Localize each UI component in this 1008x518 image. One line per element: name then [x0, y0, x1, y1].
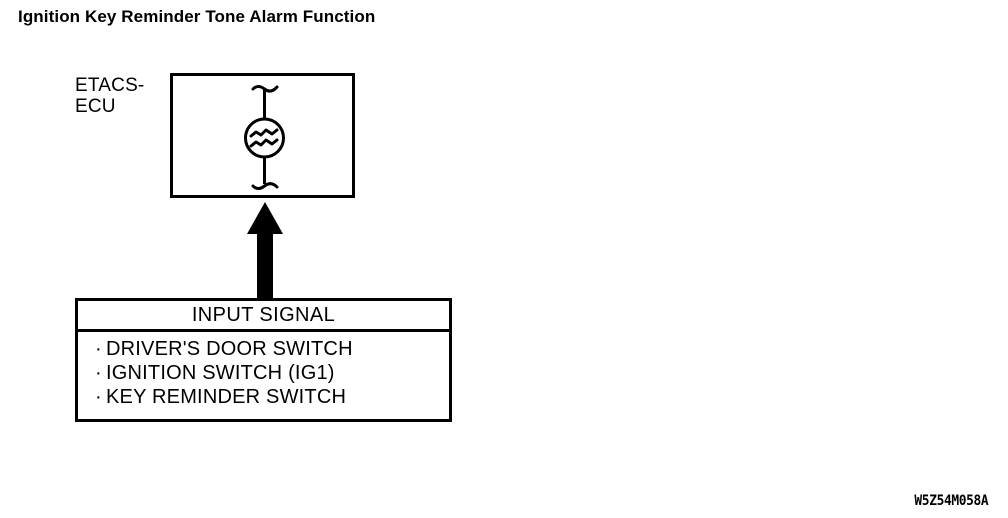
buzzer-tone-alarm-symbol [238, 82, 291, 192]
input-signal-list: · DRIVER'S DOOR SWITCH · IGNITION SWITCH… [78, 332, 449, 409]
bullet-icon: · [95, 362, 102, 384]
list-item: · IGNITION SWITCH (IG1) [95, 361, 449, 385]
input-signal-box: INPUT SIGNAL · DRIVER'S DOOR SWITCH · IG… [75, 298, 452, 422]
input-signal-header-text: INPUT SIGNAL [191, 304, 336, 326]
page-title: Ignition Key Reminder Tone Alarm Functio… [18, 7, 376, 26]
list-item: · KEY REMINDER SWITCH [95, 385, 449, 409]
list-item-label: IGNITION SWITCH (IG1) [106, 362, 335, 384]
list-item: · DRIVER'S DOOR SWITCH [95, 337, 449, 361]
document-code: W5Z54M058A [914, 493, 988, 509]
bullet-icon: · [95, 338, 102, 360]
ecu-label: ETACS- ECU [75, 75, 145, 117]
input-signal-arrow [243, 200, 287, 300]
bullet-icon: · [95, 386, 102, 408]
list-item-label: KEY REMINDER SWITCH [106, 386, 347, 408]
list-item-label: DRIVER'S DOOR SWITCH [106, 338, 353, 360]
input-signal-header: INPUT SIGNAL [78, 301, 449, 332]
